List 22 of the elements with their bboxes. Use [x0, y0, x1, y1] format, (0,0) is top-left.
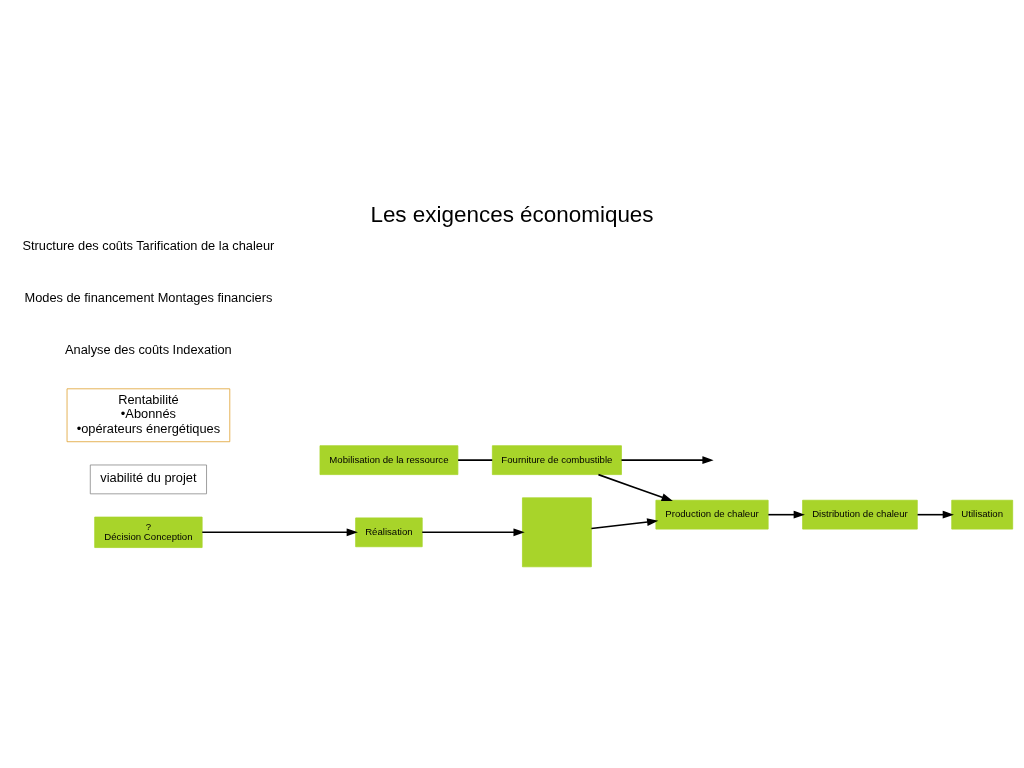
label: Analyse des coûts Indexation: [65, 342, 232, 358]
arrow: [916, 510, 954, 519]
node-box: ? Décision Conception: [94, 516, 203, 548]
arrow: [620, 456, 714, 465]
node-box: viabilité du projet: [89, 464, 207, 495]
arrow: [421, 528, 525, 537]
node-box: Rentabilité •Abonnés •opérateurs énergétiques: [66, 388, 231, 443]
arrow: [201, 528, 358, 537]
label: Modes de financement Montages financiers: [24, 290, 273, 306]
node-box: Utilisation: [951, 499, 1014, 530]
node-box: Fourniture de combustible: [491, 445, 622, 475]
node-box: Production de chaleur: [655, 499, 769, 530]
node-box: Distribution de chaleur: [802, 499, 918, 530]
diagram-title: Les exigences économiques: [370, 202, 654, 228]
arrow: [767, 510, 805, 519]
node-box: [522, 497, 592, 568]
arrow: [597, 473, 673, 502]
node-box: Mobilisation de la ressource: [319, 445, 459, 475]
connector: [457, 459, 494, 461]
label: Structure des coûts Tarification de la chaleur: [22, 237, 275, 253]
node-box: Réalisation: [355, 517, 423, 548]
arrow: [590, 518, 659, 530]
